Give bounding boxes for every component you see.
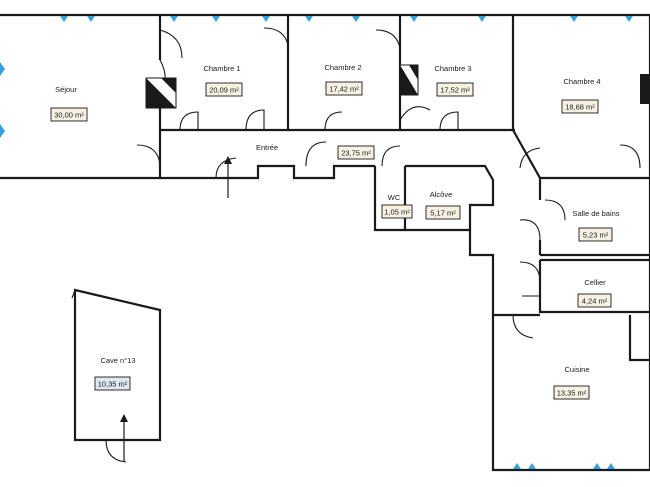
room-sejour: Séjour 30,00 m² — [50, 85, 88, 122]
room-cuisine: Cuisine 13,35 m² — [553, 365, 590, 400]
room-chambre4: Chambre 4 18,68 m² — [561, 77, 601, 114]
door-arc — [136, 144, 161, 166]
door-arc — [71, 289, 76, 299]
window-chambre3-top — [405, 14, 495, 22]
door-arc — [105, 439, 127, 463]
room-area: 13,35 m² — [557, 389, 587, 398]
room-cellier: Cellier 4,24 m² — [577, 278, 612, 308]
room-wc: WC 1,05 m² — [381, 193, 413, 219]
door-arc — [375, 29, 401, 49]
room-label: Cave n°13 — [100, 356, 135, 365]
room-chambre3: Chambre 3 17,52 m² — [434, 64, 474, 97]
room-area: 23,75 m² — [341, 149, 371, 158]
walls — [0, 13, 650, 472]
window-cuisine-bottom — [505, 463, 635, 471]
room-entree: Entrée 23,75 m² — [256, 143, 375, 160]
room-area: 5,17 m² — [430, 209, 456, 218]
door-arc — [619, 144, 641, 169]
room-area: 4,24 m² — [582, 297, 608, 306]
door-arc — [399, 106, 431, 121]
door-arc — [179, 111, 199, 131]
room-label: Entrée — [256, 143, 278, 152]
windows — [0, 14, 640, 471]
fixture-chambre3 — [399, 64, 419, 96]
fixture-chambre4 — [640, 74, 650, 104]
fixture-chambre1 — [145, 77, 177, 109]
room-label: WC — [388, 193, 401, 202]
door-arc — [512, 314, 534, 339]
room-area: 30,00 m² — [54, 111, 84, 120]
room-area: 5,23 m² — [583, 231, 609, 240]
door-arc — [324, 111, 343, 131]
room-label: Chambre 4 — [563, 77, 600, 86]
room-label: Chambre 1 — [203, 64, 240, 73]
room-area: 1,05 m² — [384, 208, 410, 217]
window-chambre2-top — [300, 14, 370, 22]
door-arc — [159, 29, 183, 59]
room-cave: Cave n°13 10,35 m² — [94, 356, 136, 391]
room-area: 17,52 m² — [440, 86, 470, 95]
room-alcove: Alcôve 5,17 m² — [425, 190, 461, 220]
room-label: Chambre 2 — [324, 63, 361, 72]
door-arc — [305, 141, 327, 167]
door-arc — [519, 219, 541, 241]
room-label: Séjour — [55, 85, 77, 94]
window-chambre4-top — [560, 14, 640, 22]
door-arc — [381, 145, 401, 167]
door-arc — [519, 261, 541, 283]
room-chambre2: Chambre 2 17,42 m² — [324, 63, 363, 96]
room-label: Cellier — [584, 278, 606, 287]
fixtures — [145, 64, 650, 109]
room-sdb: Salle de bains 5,23 m² — [572, 209, 620, 242]
door-arc — [544, 199, 566, 221]
door-arc — [439, 111, 459, 131]
room-label: Cuisine — [564, 365, 589, 374]
door-arc — [263, 27, 289, 46]
room-chambre1: Chambre 1 20,09 m² — [203, 64, 243, 97]
door-arc — [215, 157, 237, 179]
room-label: Salle de bains — [572, 209, 619, 218]
room-area: 17,42 m² — [329, 85, 359, 94]
window-sejour-left — [0, 62, 5, 138]
door-arc — [519, 147, 541, 169]
entry-arrows — [120, 156, 232, 462]
window-chambre1-top — [168, 14, 275, 22]
window-sejour-top — [60, 14, 95, 22]
room-label: Chambre 3 — [434, 64, 471, 73]
room-area: 10,35 m² — [98, 380, 128, 389]
door-arc — [245, 109, 265, 131]
room-area: 20,09 m² — [209, 86, 239, 95]
room-label: Alcôve — [430, 190, 453, 199]
room-area: 18,68 m² — [565, 103, 595, 112]
